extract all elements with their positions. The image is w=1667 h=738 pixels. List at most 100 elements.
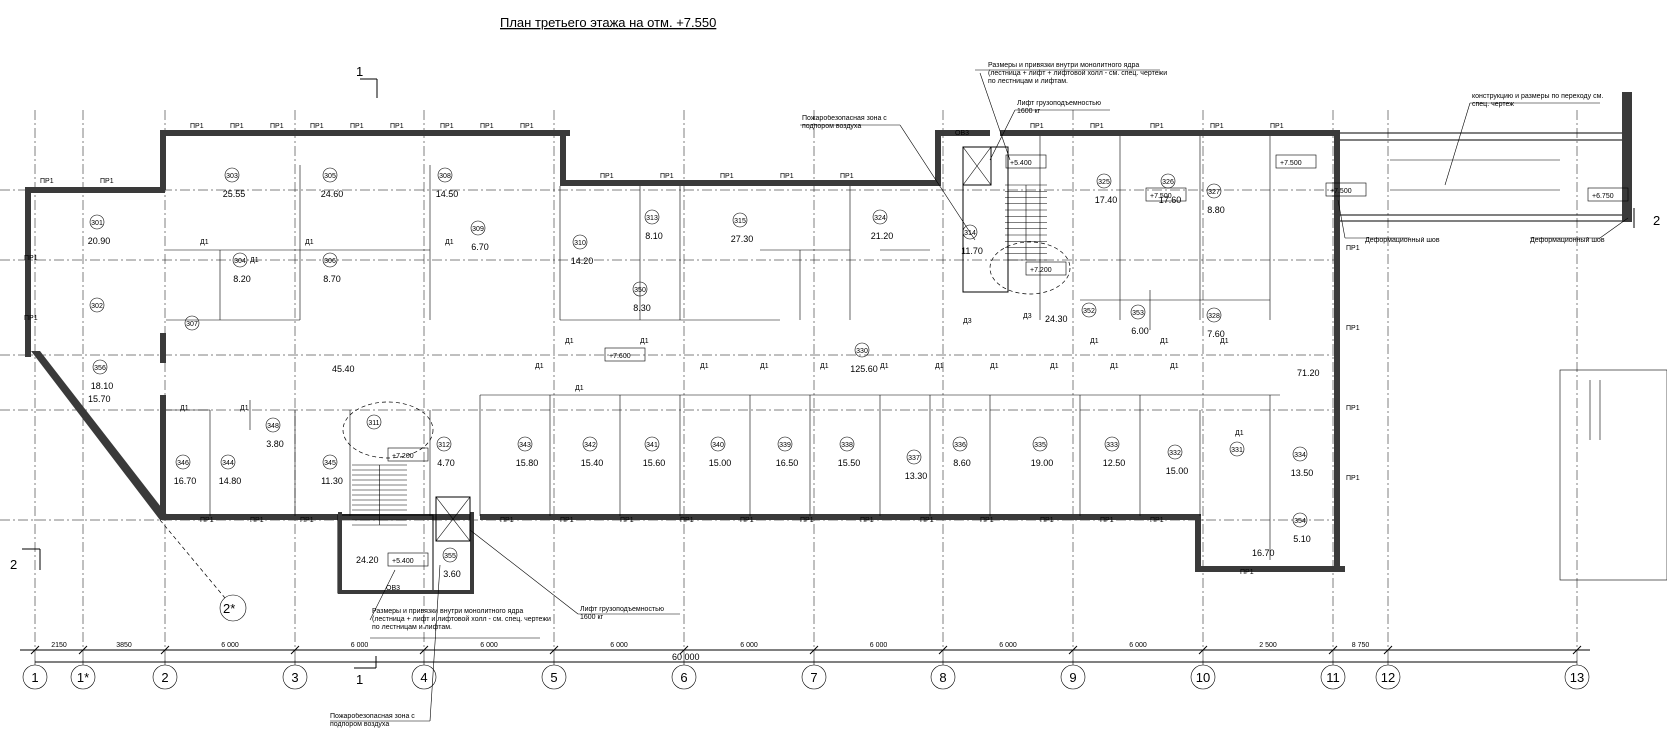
room-area: 8.70: [323, 274, 341, 284]
dimension-span: 2150: [51, 642, 67, 649]
level-mark: +5.400: [1010, 160, 1032, 167]
room-number: 352: [1083, 308, 1095, 315]
room-number: 304: [234, 258, 246, 265]
room-area: 13.30: [905, 471, 928, 481]
axis-bubble: [541, 664, 567, 690]
dimension-span: 6 000: [999, 642, 1017, 649]
room-number: 305: [324, 173, 336, 180]
room-area: 15.00: [1166, 466, 1189, 476]
window-label: ПР1: [24, 255, 38, 262]
room-area: 15.00: [709, 458, 732, 468]
room-area: 15.50: [838, 458, 861, 468]
room-number: 341: [646, 442, 658, 449]
axis-bubble: [1564, 664, 1590, 690]
room-number: 346: [177, 460, 189, 467]
room-area: 17.60: [1159, 195, 1182, 205]
axis-bubble: [22, 664, 48, 690]
room-number: 303: [226, 173, 238, 180]
level-mark: +7.500: [1280, 160, 1302, 167]
window-label: ПР1: [230, 123, 244, 130]
room-number: 338: [841, 442, 853, 449]
note-lift-bottom: Лифт грузоподъемностью 1600 кг: [580, 606, 665, 621]
window-label: ПР1: [620, 517, 634, 524]
axis-bubble: [1190, 664, 1216, 690]
level-mark-box: [1005, 154, 1047, 169]
window-label: ПР1: [390, 123, 404, 130]
room-number-bubble: [89, 297, 105, 313]
room-area: 3.80: [266, 439, 284, 449]
window-label: ПР1: [1346, 475, 1360, 482]
room-number-bubble: [644, 209, 660, 225]
window-label: ПР1: [840, 173, 854, 180]
partitions: [166, 136, 1280, 560]
door-label: Д1: [565, 338, 574, 345]
window-label: ПР1: [560, 517, 574, 524]
axis-label: 5: [550, 670, 557, 685]
door-label: Д1: [200, 239, 209, 246]
window-label: ПР1: [100, 178, 114, 185]
window-label: ПР1: [500, 517, 514, 524]
room-number-bubble: [366, 414, 382, 430]
room-number-bubble: [710, 436, 726, 452]
room-area: 8.60: [953, 458, 971, 468]
axis-label: 1: [31, 670, 38, 685]
door-label: Д3: [963, 318, 972, 325]
room-number: 353: [1132, 310, 1144, 317]
window-label: ПР1: [440, 123, 454, 130]
door-label: Д1: [305, 239, 314, 246]
room-number: 348: [267, 423, 279, 430]
corridor-area: 71.20: [1297, 368, 1320, 378]
window-label: ПР1: [350, 123, 364, 130]
axis-label: 9: [1069, 670, 1076, 685]
room-number-bubble: [1130, 304, 1146, 320]
room-number-bubble: [322, 167, 338, 183]
axis-label: 12: [1381, 670, 1395, 685]
door-label: Д1: [1050, 363, 1059, 370]
dimension-span: 6 000: [740, 642, 758, 649]
axis-bubble: [70, 664, 96, 690]
window-label: ПР1: [520, 123, 534, 130]
room-number: 333: [1106, 442, 1118, 449]
room-number-bubble: [1292, 446, 1308, 462]
corridor-area: 16.70: [1252, 548, 1275, 558]
room-number: 311: [368, 420, 379, 427]
room-number: 350: [634, 287, 646, 294]
vent-label: ОВ3: [955, 130, 969, 137]
window-label: ПР1: [740, 517, 754, 524]
room-area: 14.20: [571, 256, 594, 266]
room-number: 331: [1231, 447, 1243, 454]
room-area: 15.60: [643, 458, 666, 468]
room-number: 328: [1208, 313, 1220, 320]
room-number-bubble: [1167, 444, 1183, 460]
door-label: Д1: [700, 363, 709, 370]
dimension-span: 6 000: [351, 642, 369, 649]
note-bridge: конструкцию и размеры по переходу см. сп…: [1472, 93, 1604, 108]
room-area: 8.80: [1207, 205, 1225, 215]
axis-label: 4: [420, 670, 427, 685]
section-mark-label: 1: [356, 64, 363, 79]
room-area: 25.55: [223, 189, 246, 199]
room-area: 14.80: [219, 476, 242, 486]
corridor-area: 24.30: [1045, 314, 1068, 324]
door-label: Д1: [880, 363, 889, 370]
room-number: 337: [908, 455, 920, 462]
room-number-bubble: [732, 212, 748, 228]
door-label: Д1: [1170, 363, 1179, 370]
room-number: 315: [734, 218, 746, 225]
room-area: 6.70: [471, 242, 489, 252]
room-area: 3.60: [443, 569, 461, 579]
axis-bubble: [282, 664, 308, 690]
room-area: 8.20: [233, 274, 251, 284]
window-label: ПР1: [920, 517, 934, 524]
room-number-bubble: [839, 436, 855, 452]
level-mark: +7.500: [1330, 188, 1352, 195]
level-mark: +7.600: [609, 353, 631, 360]
dimension-span: 6 000: [480, 642, 498, 649]
window-label: ПР1: [800, 517, 814, 524]
axis-bubble: [801, 664, 827, 690]
room-number: 332: [1169, 450, 1181, 457]
room-number-bubble: [1096, 173, 1112, 189]
window-label: ПР1: [680, 517, 694, 524]
door-label: Д1: [575, 385, 584, 392]
